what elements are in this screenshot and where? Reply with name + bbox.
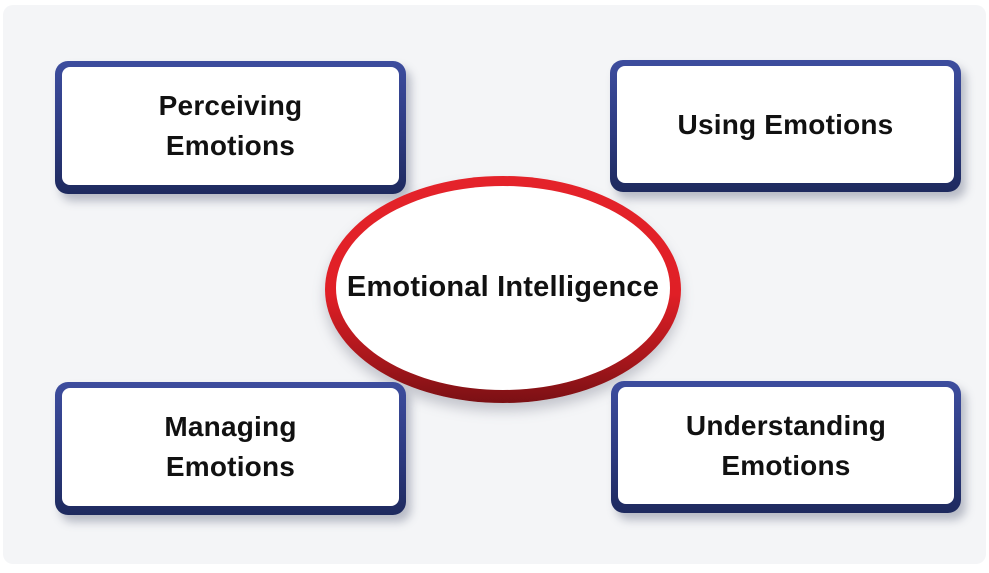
node-label-managing-emotions: Managing Emotions	[164, 407, 296, 487]
node-emotional-intelligence: Emotional Intelligence	[325, 176, 681, 403]
node-label-line: Perceiving	[158, 90, 303, 122]
node-label-line: Managing	[164, 411, 297, 443]
node-managing-emotions: Managing Emotions	[55, 382, 406, 515]
node-understanding-emotions: Understanding Emotions	[611, 381, 961, 513]
node-using-emotions-inner: Using Emotions	[617, 66, 954, 183]
node-understanding-emotions-inner: Understanding Emotions	[618, 387, 954, 504]
node-label-perceiving-emotions: Perceiving Emotions	[159, 86, 303, 166]
node-label-line: Using Emotions	[677, 108, 894, 140]
node-perceiving-emotions-inner: Perceiving Emotions	[62, 67, 399, 185]
node-label-understanding-emotions: Understanding Emotions	[686, 406, 886, 486]
node-label-line: Understanding	[685, 409, 887, 441]
node-label-line: Emotions	[165, 451, 296, 482]
node-emotional-intelligence-inner: Emotional Intelligence	[336, 186, 670, 390]
node-label-line: Emotions	[165, 130, 296, 161]
node-managing-emotions-inner: Managing Emotions	[62, 388, 399, 506]
diagram-canvas: Perceiving Emotions Using Emotions Emoti…	[3, 5, 986, 564]
node-label-emotional-intelligence: Emotional Intelligence	[346, 271, 660, 304]
node-using-emotions: Using Emotions	[610, 60, 961, 192]
node-label-line: Emotions	[721, 449, 851, 481]
node-perceiving-emotions: Perceiving Emotions	[55, 61, 406, 194]
node-label-using-emotions: Using Emotions	[678, 105, 894, 145]
